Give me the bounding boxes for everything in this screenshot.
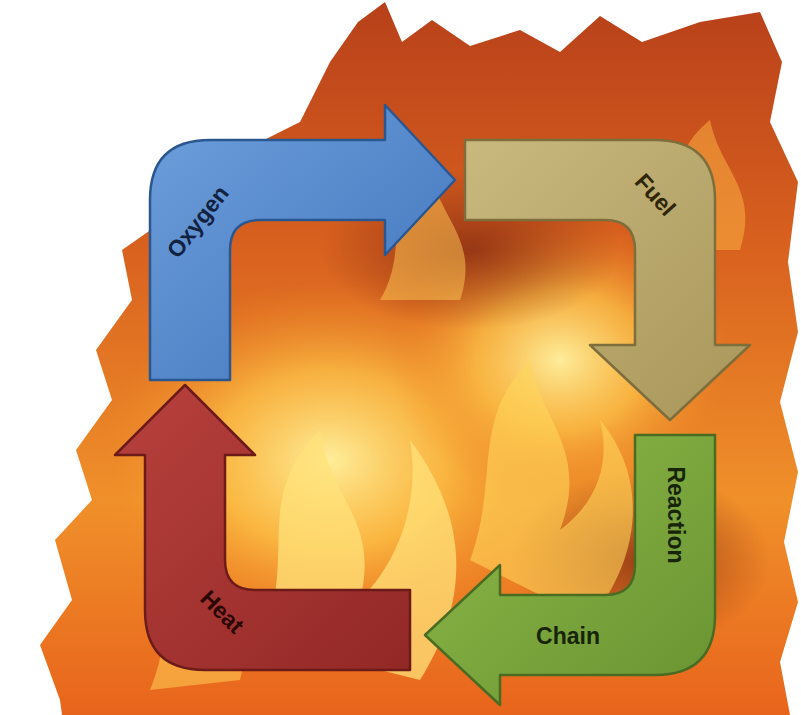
arrow-shape <box>110 380 415 675</box>
arrow-outline <box>425 435 715 705</box>
arrow-label: Reaction <box>664 466 687 563</box>
cycle-arrow: Fuel <box>460 100 755 425</box>
arrow-shape <box>460 100 755 425</box>
arrow-outline <box>465 140 750 420</box>
cycle-arrow: Oxygen <box>110 100 460 390</box>
cycle-arrow: Heat <box>110 380 415 675</box>
arrow-outline <box>150 105 455 380</box>
arrow-label: Chain <box>536 625 600 648</box>
arrow-shape <box>110 100 460 390</box>
arrow-outline <box>115 385 410 670</box>
cycle-arrow: ReactionChain <box>420 430 720 710</box>
